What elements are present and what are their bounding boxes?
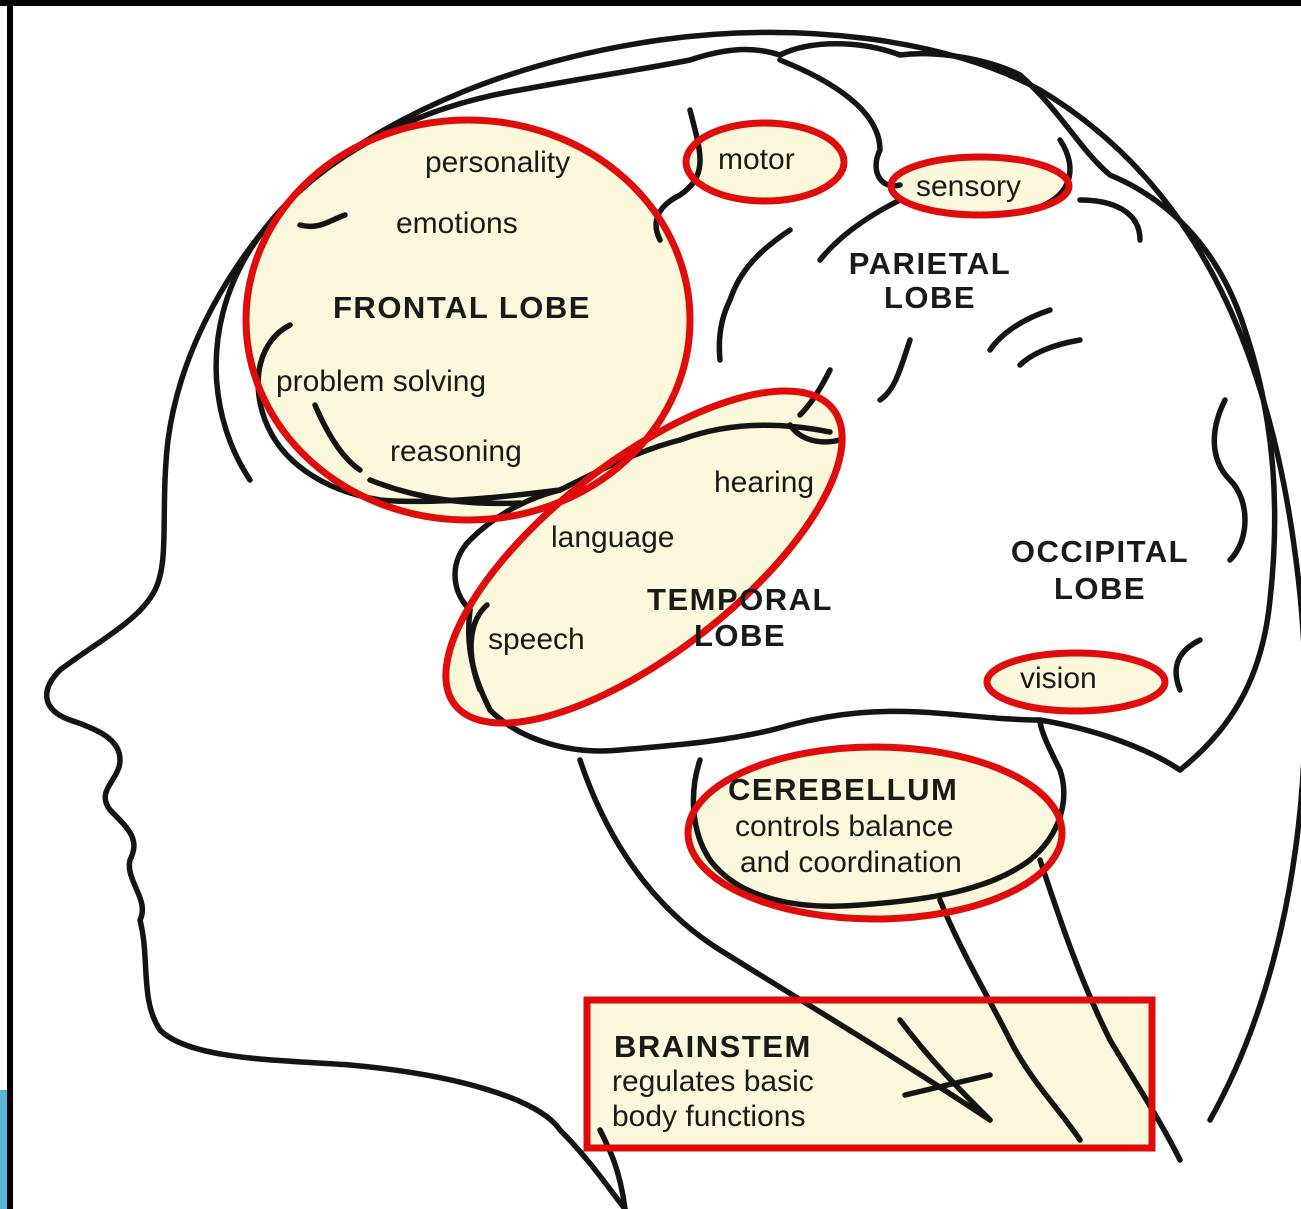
occipital-lower-contour — [1040, 720, 1180, 770]
label-vision: vision — [1020, 662, 1097, 695]
label-occipital-lobe-line2: LOBE — [1054, 571, 1146, 606]
frame-left-edge — [7, 0, 13, 1209]
label-temporal-lobe-line1: TEMPORAL — [647, 582, 833, 617]
label-brainstem: BRAINSTEM — [614, 1029, 812, 1064]
label-motor: motor — [718, 143, 795, 176]
occipital-fold-1 — [1214, 400, 1245, 560]
label-brainstem-desc-line2: body functions — [612, 1100, 805, 1133]
label-hearing: hearing — [714, 466, 814, 499]
corner-decoration — [0, 1090, 7, 1209]
label-sensory: sensory — [916, 170, 1021, 203]
label-occipital-lobe-line1: OCCIPITAL — [1011, 534, 1189, 569]
label-personality: personality — [425, 146, 570, 179]
label-cerebellum: CEREBELLUM — [728, 772, 958, 807]
label-brainstem-desc-line1: regulates basic — [612, 1065, 814, 1098]
parietal-fold-6 — [1020, 340, 1080, 365]
parietal-fold-7 — [880, 340, 910, 400]
label-parietal-lobe-line1: PARIETAL — [849, 246, 1011, 281]
parietal-fold-5 — [990, 310, 1050, 350]
occipital-fold-2 — [1176, 640, 1200, 690]
label-temporal-lobe-line2: LOBE — [694, 618, 786, 653]
parietal-fold-1 — [719, 230, 790, 360]
label-parietal-lobe-line2: LOBE — [884, 280, 976, 315]
label-cerebellum-desc-line1: controls balance — [735, 810, 953, 843]
label-language: language — [551, 521, 674, 554]
label-frontal-lobe: FRONTAL LOBE — [333, 290, 591, 325]
parietal-fold-4 — [1080, 200, 1140, 240]
frame-top-edge — [0, 0, 1301, 6]
label-speech: speech — [488, 623, 585, 656]
label-emotions: emotions — [396, 207, 518, 240]
label-reasoning: reasoning — [390, 435, 522, 468]
label-problem-solving: problem solving — [276, 365, 486, 398]
label-cerebellum-desc-line2: and coordination — [740, 846, 962, 879]
